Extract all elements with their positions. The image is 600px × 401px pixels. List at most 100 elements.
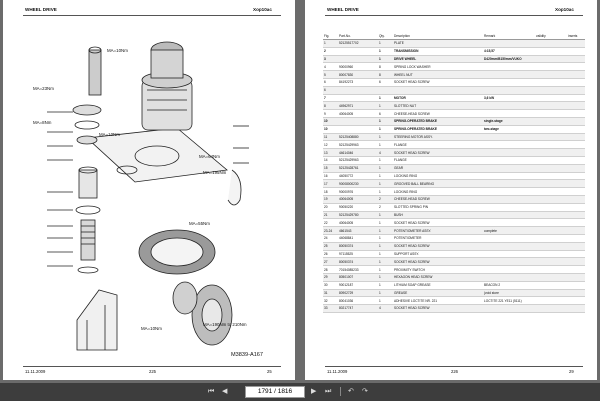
table-cell-validity (535, 70, 567, 79)
table-cell-remark (483, 257, 535, 267)
table-cell-inserts (567, 304, 585, 313)
torque-callout: MA=55Nm (189, 221, 210, 226)
steering-motor-part (88, 49, 102, 96)
column-header: Description (393, 32, 483, 40)
first-page-icon[interactable]: ⏮ (208, 388, 215, 395)
table-cell-validity (535, 94, 567, 103)
table-cell-desc: SOCKET HEAD SCREW (393, 304, 483, 313)
forward-icon[interactable]: ↷ (362, 388, 368, 395)
table-cell-qty: 1 (378, 289, 393, 298)
table-cell-validity (535, 203, 567, 212)
support-part (76, 289, 118, 351)
table-cell-qty: 4 (378, 148, 393, 157)
column-header: Fig. (323, 32, 338, 40)
table-cell-inserts (567, 140, 585, 150)
table-cell-fig: 23-24 (323, 226, 338, 235)
table-cell-part: 40064005 (338, 195, 378, 204)
table-cell-desc: SPRING-OPERATED BRAKE (393, 117, 483, 126)
table-cell-part (338, 94, 378, 103)
torque-callout: MA=23Nm (33, 86, 54, 91)
table-cell-inserts (567, 117, 585, 126)
table-cell-part (338, 125, 378, 134)
torque-callout: MA=10Nm (107, 48, 128, 53)
table-cell-qty: 6 (378, 109, 393, 118)
table-cell-remark (483, 86, 535, 95)
page-number-input[interactable]: 1791 / 1816 (245, 386, 305, 398)
page-header-title: WHEEL DRIVE (25, 7, 57, 12)
table-cell-qty: 1 (378, 273, 393, 282)
table-cell-fig: 6 (323, 86, 338, 95)
table-cell-part: 90012187 (338, 281, 378, 290)
table-cell-desc: PROXIMITY SWITCH (393, 265, 483, 274)
table-cell-qty: 1 (378, 94, 393, 103)
table-cell-fig: 28 (323, 265, 338, 274)
table-cell-validity (535, 148, 567, 157)
table-cell-inserts (567, 226, 585, 235)
table-cell-validity (535, 86, 567, 95)
table-cell-remark (483, 242, 535, 251)
table-cell-validity (535, 39, 567, 48)
left-page: WHEEL DRIVE Xop10ac (3, 0, 295, 380)
table-cell-qty: 1 (378, 125, 393, 134)
table-cell-validity (535, 109, 567, 118)
table-cell-remark (483, 39, 535, 48)
table-cell-fig: 14 (323, 156, 338, 165)
table-cell-part: 80501007 (338, 273, 378, 282)
table-cell-fig: 13 (323, 148, 338, 157)
table-cell-fig: 20 (323, 203, 338, 212)
torque-callout: MA=64Nm (199, 154, 220, 159)
next-page-icon[interactable]: ▶ (311, 388, 317, 395)
table-cell-remark (483, 195, 535, 204)
table-cell-inserts (567, 86, 585, 95)
table-cell-qty: 1 (378, 55, 393, 64)
table-cell-qty: 1 (378, 117, 393, 126)
table-cell-fig: 32 (323, 296, 338, 306)
table-cell-fig: 33 (323, 304, 338, 313)
table-cell-qty: 8 (378, 62, 393, 72)
table-cell-qty: 1 (378, 234, 393, 243)
table-cell-qty: 6 (378, 78, 393, 87)
table-header-row: Fig. Part-No. Qty. Description Remark va… (323, 32, 585, 40)
table-cell-part: 4661543 (338, 226, 378, 235)
table-cell-qty: 1 (378, 140, 393, 150)
table-cell-desc: SLOTTED SPRING PIN (393, 203, 483, 212)
table-cell-desc: MOTOR (393, 94, 483, 103)
table-cell-fig: 17 (323, 179, 338, 189)
table-cell-qty: 1 (378, 47, 393, 56)
table-cell-inserts (567, 234, 585, 243)
table-cell-qty: 2 (378, 203, 393, 212)
table-cell-part: 52125429963 (338, 140, 378, 150)
table-cell-validity (535, 234, 567, 243)
table-cell-desc: SLOTTED NUT (393, 101, 483, 111)
table-cell-validity (535, 62, 567, 72)
table-cell-remark: (void store (483, 289, 535, 298)
table-cell-desc: TRANSMISSION (393, 47, 483, 56)
back-icon[interactable]: ↶ (348, 388, 354, 395)
table-cell-fig: 4 (323, 62, 338, 72)
table-cell-remark (483, 78, 535, 87)
table-cell-desc: LITHIUM SOAP GREASE (393, 281, 483, 290)
table-cell-inserts (567, 172, 585, 181)
table-cell-desc: POTENTIOMETER ASSY. (393, 226, 483, 235)
table-cell-desc: SOCKET HEAD SCREW (393, 242, 483, 251)
table-cell-qty: 1 (378, 101, 393, 111)
page-header-title: WHEEL DRIVE (327, 7, 359, 12)
previous-page-icon[interactable]: ◀ (222, 388, 228, 395)
table-cell-inserts (567, 187, 585, 196)
last-page-icon[interactable]: ⏭ (325, 388, 332, 395)
table-cell-remark (483, 203, 535, 212)
table-cell-remark (483, 148, 535, 157)
table-cell-validity (535, 265, 567, 274)
table-cell-remark (483, 172, 535, 181)
